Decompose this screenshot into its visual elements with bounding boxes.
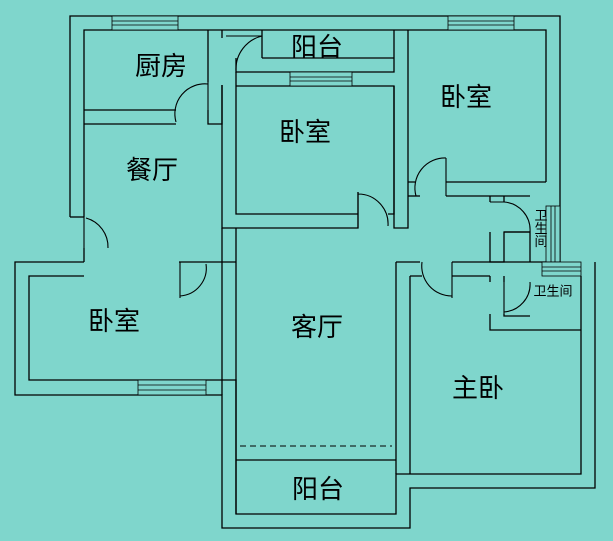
windows	[111, 15, 582, 396]
label-dining: 餐厅	[126, 156, 178, 186]
doors	[83, 35, 531, 314]
label-bedroom-top-right: 卧室	[440, 83, 492, 113]
label-bathroom-lower: 卫生间	[533, 285, 572, 300]
label-balcony-top: 阳台	[291, 33, 343, 63]
label-bedroom-top-center: 卧室	[279, 118, 331, 148]
label-balcony-bottom: 阳台	[292, 475, 344, 505]
label-bedroom-left: 卧室	[88, 307, 140, 337]
label-living-room: 客厅	[291, 313, 343, 343]
label-master-bedroom: 主卧	[452, 374, 504, 404]
label-kitchen: 厨房	[135, 52, 187, 82]
room-labels: 厨房 阳台 卧室 卧室 餐厅 卧室 客厅 主卧 阳台 卫生间 卫生间	[88, 33, 573, 505]
interior-walls	[70, 30, 581, 514]
label-bathroom-upper: 卫生间	[532, 209, 548, 248]
outer-walls	[14, 15, 596, 529]
